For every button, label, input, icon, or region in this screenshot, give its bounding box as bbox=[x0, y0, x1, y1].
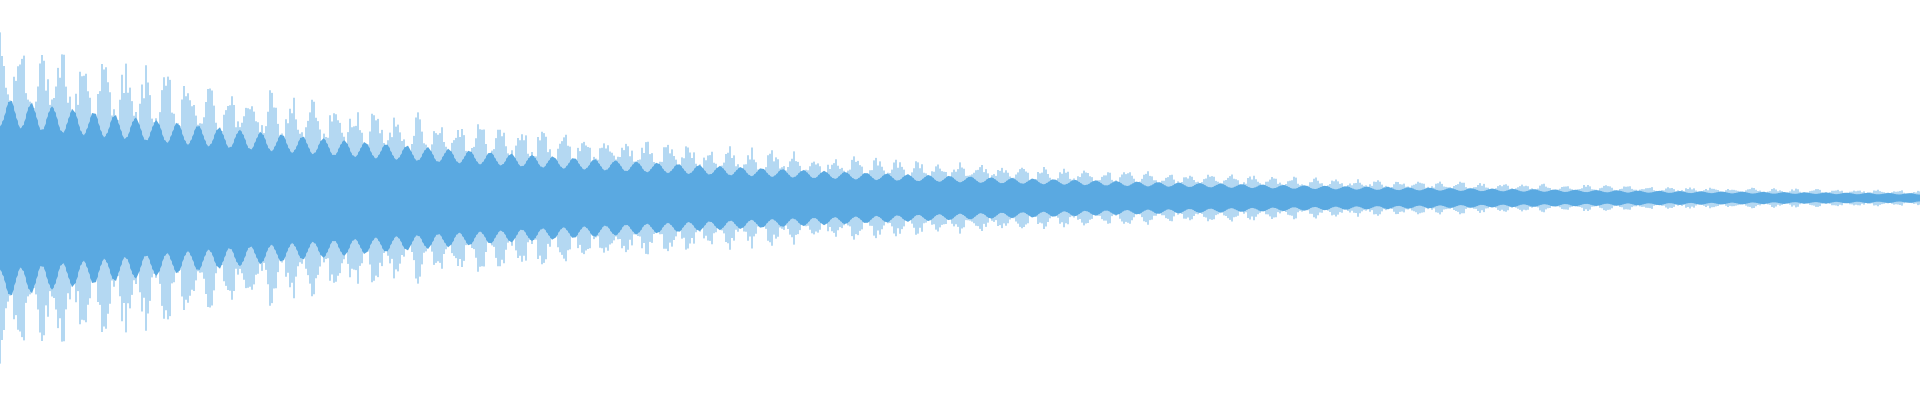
waveform-core-band bbox=[0, 100, 1920, 296]
waveform-core bbox=[0, 100, 1920, 296]
